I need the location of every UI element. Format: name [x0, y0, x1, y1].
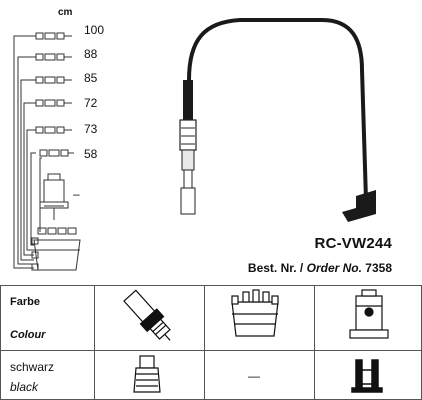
connector-row-3: [35, 76, 72, 84]
spark-plug-boot-icon: [133, 355, 161, 393]
connector-row-6: [39, 149, 74, 157]
black-label: black: [10, 380, 39, 394]
main-cable-diagram: [179, 18, 376, 222]
length-label-4: 72: [84, 96, 98, 110]
unit-label: cm: [58, 7, 73, 18]
cable-bundle-diagram: [13, 32, 81, 271]
length-label-5: 73: [84, 122, 98, 136]
order-label: Order No.: [306, 261, 362, 275]
connector-row-4: [35, 99, 72, 107]
ignition-coil-icon: [349, 289, 389, 339]
schwarz-label: schwarz: [10, 360, 55, 374]
connector-row-1: [35, 32, 72, 40]
coil-dash-label: –: [73, 187, 80, 201]
length-label-6: 58: [84, 147, 98, 161]
model-title: RC-VW244: [314, 235, 392, 252]
farbe-label: Farbe: [10, 296, 40, 308]
spark-plug-icon: [123, 289, 171, 341]
connector-row-5: [35, 126, 72, 134]
colour-label: Colour: [10, 329, 46, 341]
length-label-1: 100: [84, 23, 105, 37]
connector-row-2: [35, 53, 72, 61]
length-label-3: 85: [84, 71, 98, 85]
order-number: 7358: [365, 261, 392, 275]
distributor-cap-icon: [231, 289, 279, 337]
coil-boot-icon: [351, 359, 383, 393]
order-number-line: Best. Nr. / Order No. 7358: [248, 262, 392, 274]
cap-cell-dash: —: [248, 369, 260, 383]
small-coil-icon: [39, 173, 69, 220]
cable-boot: [183, 80, 193, 120]
small-distributor-cap-icon: [31, 227, 81, 271]
angled-connector: [342, 190, 376, 222]
length-label-2: 88: [84, 47, 98, 61]
order-prefix: Best. Nr. /: [247, 261, 304, 275]
